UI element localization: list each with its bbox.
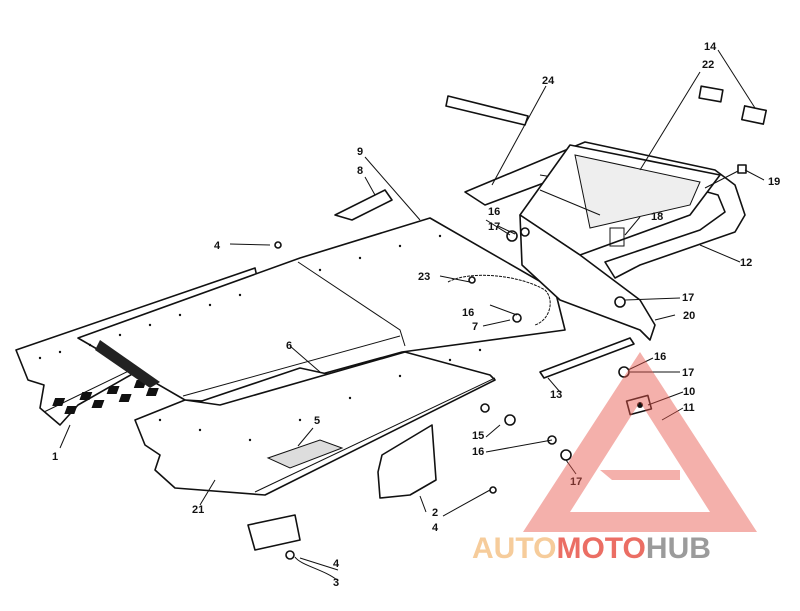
long-bolt bbox=[704, 164, 747, 189]
rear-axle-rod bbox=[539, 337, 635, 379]
callout-17-top: 17 bbox=[488, 221, 500, 233]
callout-24: 24 bbox=[542, 75, 555, 87]
gusset-bracket bbox=[334, 189, 393, 221]
tunnel-top-fold bbox=[297, 261, 406, 347]
callout-16-bottom: 16 bbox=[472, 446, 484, 458]
rivet-dots bbox=[38, 234, 482, 442]
callout-5: 5 bbox=[314, 415, 320, 427]
callout-21: 21 bbox=[192, 504, 204, 516]
callout-6: 6 bbox=[286, 340, 292, 352]
callout-16-mid: 16 bbox=[462, 307, 474, 319]
watermark-part-moto: MOTO bbox=[556, 532, 645, 565]
callout-17-bottom: 17 bbox=[570, 476, 582, 488]
callout-17-right: 17 bbox=[682, 292, 694, 304]
callout-20: 20 bbox=[683, 310, 695, 322]
callout-9: 9 bbox=[357, 146, 363, 158]
callout-14: 14 bbox=[704, 41, 717, 53]
callout-4-left: 4 bbox=[214, 240, 221, 252]
right-side-rail bbox=[254, 377, 496, 493]
reflector-strip bbox=[445, 95, 529, 126]
watermark-inner-mark bbox=[600, 470, 680, 480]
callout-3: 3 bbox=[333, 577, 339, 589]
shaded-pad bbox=[266, 439, 344, 469]
watermark-triangle-logo bbox=[523, 352, 757, 532]
callout-18: 18 bbox=[651, 211, 663, 223]
callout-4-bottom: 4 bbox=[432, 522, 439, 534]
callout-12: 12 bbox=[740, 257, 752, 269]
callout-13: 13 bbox=[550, 389, 562, 401]
callout-11: 11 bbox=[683, 402, 695, 414]
rear-bumper-assembly bbox=[464, 141, 746, 341]
watermark-part-hub: HUB bbox=[646, 532, 711, 565]
callout-23: 23 bbox=[418, 271, 430, 283]
callout-16-right: 16 bbox=[654, 351, 666, 363]
tunnel-top-seam bbox=[182, 335, 401, 397]
mounting-bracket bbox=[377, 424, 437, 499]
tunnel-top-deck bbox=[77, 217, 566, 403]
callout-2: 2 bbox=[432, 507, 438, 519]
parts-drawing bbox=[15, 85, 768, 560]
decal-small-22 bbox=[698, 85, 724, 103]
small-plate bbox=[247, 514, 301, 551]
callout-8: 8 bbox=[357, 165, 363, 177]
callout-17-mid: 17 bbox=[682, 367, 694, 379]
callout-1: 1 bbox=[52, 451, 58, 463]
watermark: AUTOMOTOHUB bbox=[472, 352, 757, 565]
decal-small-14 bbox=[740, 105, 768, 125]
callout-4-plate: 4 bbox=[333, 558, 340, 570]
callout-19: 19 bbox=[768, 176, 780, 188]
callout-labels: 1 2 3 4 4 4 5 6 7 8 9 10 11 12 13 14 15 … bbox=[52, 41, 780, 589]
watermark-part-auto: AUTO bbox=[472, 532, 556, 565]
callout-7: 7 bbox=[472, 321, 478, 333]
callout-15: 15 bbox=[472, 430, 484, 442]
callout-22: 22 bbox=[702, 59, 714, 71]
watermark-text: AUTOMOTOHUB bbox=[472, 532, 711, 565]
cable bbox=[447, 274, 551, 326]
leader-lines bbox=[59, 49, 765, 581]
right-side-panel bbox=[134, 351, 496, 496]
callout-10: 10 bbox=[683, 386, 695, 398]
callout-16-top: 16 bbox=[488, 206, 500, 218]
